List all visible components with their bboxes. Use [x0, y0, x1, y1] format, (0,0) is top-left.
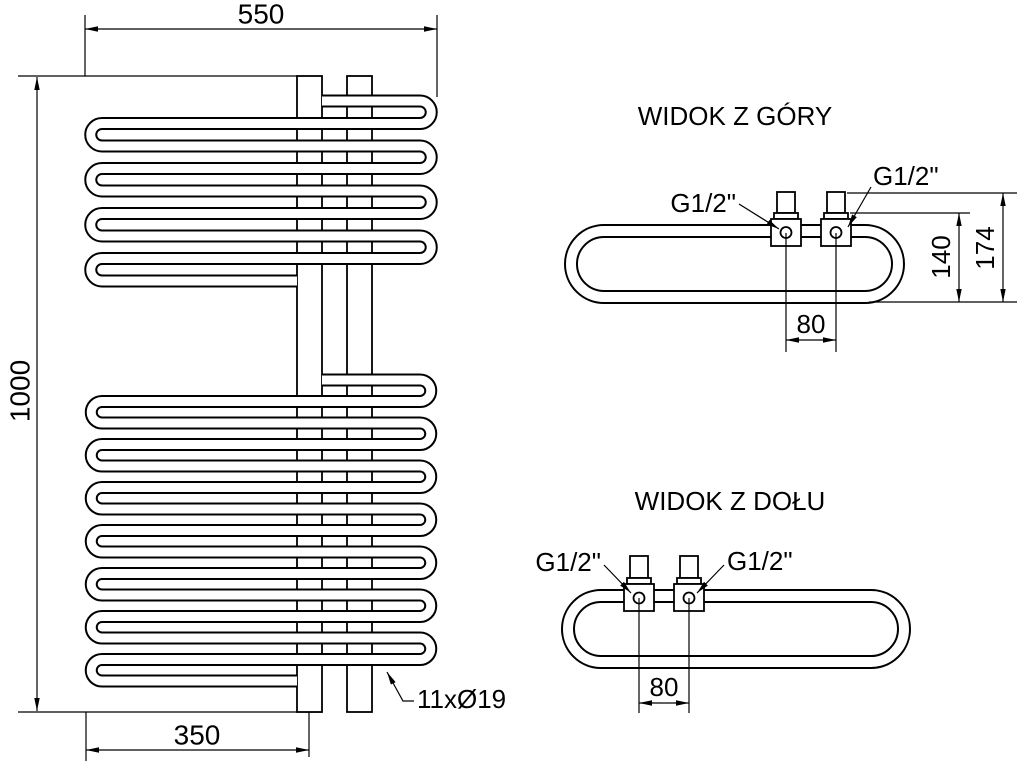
valve-pipe-stub [776, 191, 796, 214]
collector-rail-left [296, 75, 323, 713]
valve-collar [626, 577, 652, 585]
upper-coil-bore [86, 96, 436, 286]
dim-width-value: 550 [238, 0, 285, 30]
bottom-thread-callout-right: G1/2" [696, 546, 793, 594]
valve-pipe-stub [826, 191, 846, 214]
bottom-thread-callout-left: G1/2" [535, 547, 632, 594]
bottom-view-title: WIDOK Z DOŁU [635, 486, 826, 516]
thread-label: G1/2" [727, 546, 793, 576]
dim-bottom-offset-value: 350 [174, 720, 221, 751]
lower-coil-tube [84, 373, 438, 688]
thread-label: G1/2" [873, 161, 939, 191]
top-view: WIDOK Z GÓRY G1/2" G1/2" [564, 101, 1017, 352]
dim-valve-spacing-value: 80 [797, 309, 826, 339]
loop-inner-outline [576, 236, 893, 292]
upper-coil-tube [84, 94, 438, 288]
leader-line [738, 203, 780, 230]
collector-rail-right [346, 75, 373, 713]
thread-label: G1/2" [670, 188, 736, 218]
leader-line [847, 186, 872, 228]
dim-total-depth-value: 174 [970, 226, 1000, 269]
valve-collar [676, 577, 702, 585]
bottom-view: WIDOK Z DOŁU G1/2" G1/2" [535, 486, 911, 713]
loop-outer-outline [561, 589, 911, 669]
loop-inner-outline [573, 601, 899, 657]
valve-pipe-stub [629, 555, 649, 579]
valve-pipe-stub [679, 555, 699, 579]
tube-count-callout: 11xØ19 [386, 671, 506, 714]
top-dim-valve-spacing: 80 [785, 233, 837, 352]
front-dim-bottom-offset: 350 [85, 712, 310, 761]
top-dim-total-depth: 174 [847, 192, 1017, 303]
top-thread-callout-left: G1/2" [670, 188, 780, 230]
leader-line [696, 564, 725, 594]
top-view-loop [564, 224, 905, 304]
dim-height-value: 1000 [5, 360, 36, 422]
top-thread-callout-right: G1/2" [847, 161, 939, 228]
dim-valve-spacing-value: 80 [650, 672, 679, 702]
top-view-title: WIDOK Z GÓRY [638, 101, 833, 131]
top-view-valve-right [820, 191, 852, 247]
front-dim-width: 550 [84, 0, 438, 97]
thread-label: G1/2" [535, 547, 601, 577]
loop-outer-outline [564, 224, 905, 304]
front-view: 550 1000 350 [5, 0, 506, 761]
top-dim-valve-depth: 140 [850, 212, 970, 302]
dim-valve-depth-value: 140 [926, 235, 956, 278]
leader-line [386, 671, 414, 702]
bottom-view-loop [561, 589, 911, 669]
bottom-dim-valve-spacing: 80 [638, 598, 690, 713]
front-dim-height: 1000 [5, 75, 322, 713]
tube-count-label: 11xØ19 [417, 684, 506, 714]
leader-line [603, 564, 632, 594]
lower-coil-bore [86, 375, 436, 686]
